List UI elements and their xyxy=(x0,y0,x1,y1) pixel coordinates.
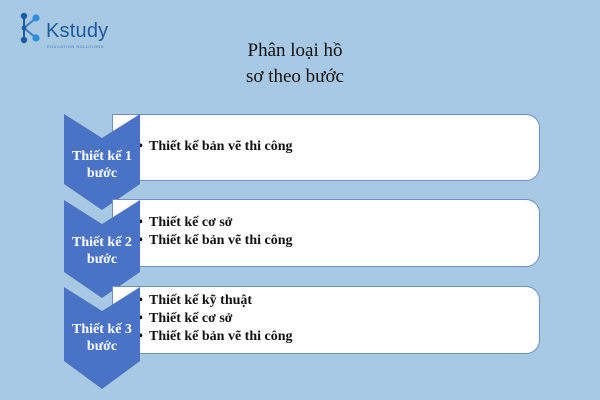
chevron-down-icon xyxy=(64,114,140,210)
step-2-item-2: Thiết kế bản vẽ thi công xyxy=(138,232,539,250)
title-line-1: Phân loại hồ xyxy=(247,40,343,61)
step-1-box: Thiết kế bản vẽ thi công xyxy=(112,114,540,181)
logo-tagline: EDUCATION SOLUTIONS xyxy=(47,44,104,49)
step-2-label-line-1: Thiết kế 2 xyxy=(72,235,132,250)
step-1-item-1: Thiết kế bản vẽ thi công xyxy=(138,138,539,156)
step-3-label-line-2: bước xyxy=(86,339,118,354)
step-2-item-1: Thiết kế cơ sở xyxy=(138,214,539,232)
kstudy-logo: Kstudy EDUCATION SOLUTIONS xyxy=(16,10,126,50)
chevron-down-icon xyxy=(64,287,140,389)
step-3-box: Thiết kế kỹ thuật Thiết kế cơ sở Thiết k… xyxy=(112,286,540,354)
logo-name: Kstudy xyxy=(46,20,109,42)
step-3-item-3: Thiết kế bản vẽ thi công xyxy=(138,328,539,346)
step-3-item-2: Thiết kế cơ sở xyxy=(138,310,539,328)
chevron-down-icon xyxy=(64,200,140,298)
step-1-chevron: Thiết kế 1 bước xyxy=(64,114,140,210)
step-2-box: Thiết kế cơ sở Thiết kế bản vẽ thi công xyxy=(112,199,540,267)
step-3-item-1: Thiết kế kỹ thuật xyxy=(138,292,539,310)
step-3-chevron: Thiết kế 3 bước xyxy=(64,287,140,389)
step-1-label-line-2: bước xyxy=(86,166,118,181)
step-2-chevron: Thiết kế 2 bước xyxy=(64,200,140,298)
step-3-label-line-1: Thiết kế 3 xyxy=(72,322,132,337)
diagram-title: Phân loại hồ sơ theo bước xyxy=(215,38,375,90)
title-line-2: sơ theo bước xyxy=(246,66,344,87)
step-2-label-line-2: bước xyxy=(86,252,118,267)
logo-molecule-icon xyxy=(20,12,40,44)
step-1-label-line-1: Thiết kế 1 xyxy=(72,149,132,164)
